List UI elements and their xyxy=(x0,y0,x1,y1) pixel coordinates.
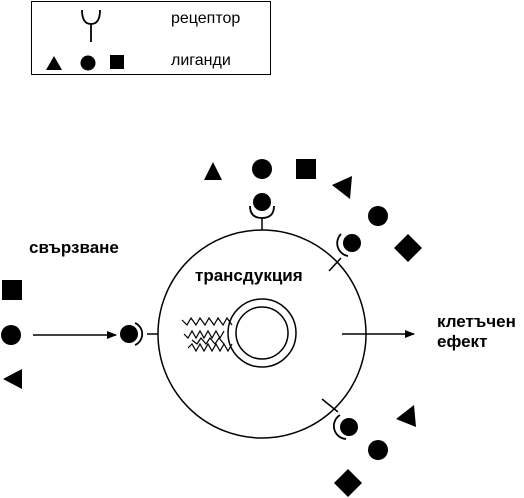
receptor-label: рецептор xyxy=(171,10,241,27)
ligand-square-left xyxy=(2,280,22,300)
ligand-circle-upper-right xyxy=(368,206,388,226)
cell-effect-label-line1: клетъчен xyxy=(437,312,516,331)
legend: рецептор лиганди xyxy=(31,1,271,75)
ligand-triangle-lower-right xyxy=(396,405,416,427)
receptor-top xyxy=(249,193,275,230)
nucleus-inner xyxy=(235,306,289,360)
circle-icon xyxy=(80,55,96,71)
ligand-circle-left xyxy=(1,325,21,345)
legend-icons xyxy=(46,9,124,71)
ligands-label: лиганди xyxy=(171,52,231,69)
ligand-diamond-lower-right xyxy=(334,469,362,497)
receptor-icon xyxy=(81,9,101,42)
cell-effect-label-line2: ефект xyxy=(437,332,488,351)
receptor-upper-right xyxy=(328,233,361,272)
triangle-icon xyxy=(46,56,62,70)
ligand-triangle-upper-right xyxy=(332,176,352,199)
ligand-diamond-upper-right xyxy=(394,234,422,262)
ligand-circle-top xyxy=(252,159,272,179)
transduction-label: трансдукция xyxy=(195,266,303,285)
receptor-left xyxy=(120,322,158,346)
ligand-square-top xyxy=(296,159,316,179)
binding-label: свързване xyxy=(29,238,119,257)
square-icon xyxy=(110,55,124,69)
signal-zigzags xyxy=(181,316,233,353)
receptor-lower-right xyxy=(321,398,358,440)
ligand-triangle-top xyxy=(204,162,222,180)
ligand-circle-lower-right xyxy=(368,440,388,460)
ligand-triangle-left xyxy=(3,369,22,389)
